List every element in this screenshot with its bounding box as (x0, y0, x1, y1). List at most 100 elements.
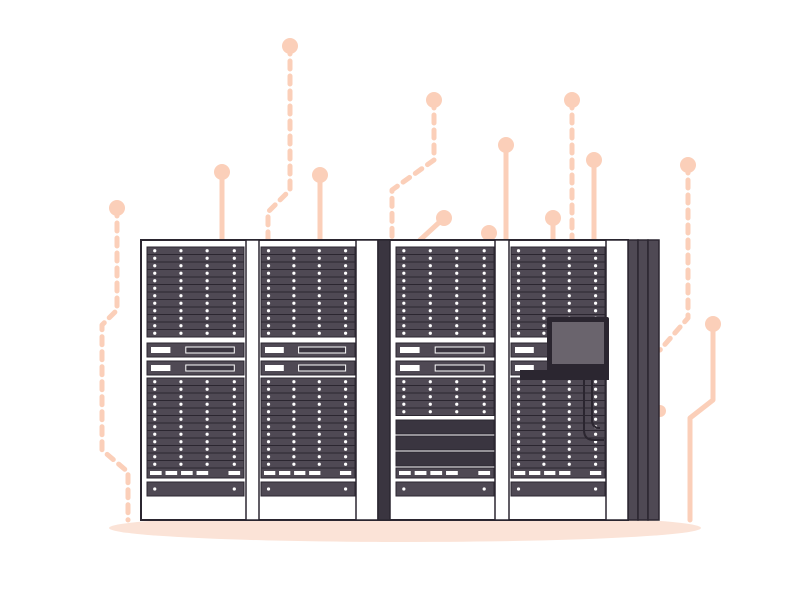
unit-led (317, 316, 321, 320)
unit-led (482, 256, 486, 260)
server-unit (510, 269, 606, 278)
patch-port (559, 471, 571, 475)
unit-led (317, 380, 321, 384)
unit-led (292, 402, 296, 406)
unit-led (402, 402, 406, 406)
unit-led (567, 249, 571, 253)
unit-led (292, 271, 296, 275)
unit-led (516, 462, 521, 466)
unit-led (542, 324, 546, 328)
circuit-node-icon (705, 316, 721, 332)
unit-led (516, 487, 521, 491)
unit-led (344, 462, 348, 466)
unit-led (542, 264, 546, 268)
server-unit (510, 460, 606, 469)
unit-led (292, 331, 296, 335)
unit-led (266, 455, 271, 459)
unit-led (567, 309, 571, 313)
server-unit (146, 314, 245, 323)
server-unit (395, 269, 495, 278)
server-unit (146, 400, 245, 409)
unit-led (232, 387, 236, 391)
unit-led (179, 279, 183, 283)
server-unit (260, 407, 356, 416)
unit-led (455, 256, 459, 260)
server-unit (395, 284, 495, 293)
server-unit (510, 276, 606, 285)
unit-led (542, 294, 546, 298)
unit-led (594, 410, 598, 414)
unit-led (179, 425, 183, 429)
unit-led (179, 249, 183, 253)
server-unit (260, 437, 356, 446)
unit-led (266, 410, 271, 414)
unit-led (344, 432, 348, 436)
server-unit (510, 254, 606, 263)
unit-led (205, 279, 209, 283)
unit-led (317, 395, 321, 399)
unit-led (292, 316, 296, 320)
unit-led (179, 294, 183, 298)
unit-led (402, 487, 406, 491)
circuit-lines (99, 38, 721, 523)
rack-4 (510, 246, 606, 497)
unit-led (153, 271, 157, 275)
server-unit (260, 422, 356, 431)
server-racks (140, 239, 660, 521)
unit-led (232, 417, 236, 421)
server-unit (395, 377, 495, 386)
unit-led (516, 395, 521, 399)
unit-led (205, 410, 209, 414)
unit-led (455, 301, 459, 305)
server-unit (510, 246, 606, 255)
unit-led (482, 487, 486, 491)
unit-led (455, 286, 459, 290)
patch-port (181, 471, 193, 475)
rack-spacer (377, 239, 391, 521)
unit-led (153, 331, 157, 335)
unit-led (482, 331, 486, 335)
server-unit (510, 400, 606, 409)
unit-led (232, 380, 236, 384)
server-unit (395, 246, 495, 255)
unit-led (205, 395, 209, 399)
unit-led (266, 324, 271, 328)
unit-led (402, 249, 406, 253)
unit-led (542, 249, 546, 253)
server-unit (146, 445, 245, 454)
unit-led (317, 440, 321, 444)
unit-led (516, 286, 521, 290)
circuit-line-1 (265, 43, 293, 243)
drive-slot (298, 364, 347, 372)
unit-led (266, 395, 271, 399)
unit-led (344, 286, 348, 290)
unit-led (317, 402, 321, 406)
unit-led (542, 380, 546, 384)
server-unit (395, 291, 495, 300)
unit-led (266, 271, 271, 275)
unit-led (232, 440, 236, 444)
unit-led (567, 256, 571, 260)
unit-led (205, 462, 209, 466)
unit-led (594, 264, 598, 268)
unit-led (266, 331, 271, 335)
drive-slot (434, 346, 485, 354)
unit-led (428, 264, 432, 268)
unit-led (567, 301, 571, 305)
unit-led (542, 387, 546, 391)
unit-led (292, 286, 296, 290)
unit-led (516, 447, 521, 451)
unit-led (542, 410, 546, 414)
unit-led (205, 264, 209, 268)
unit-led (344, 279, 348, 283)
unit-led (567, 432, 571, 436)
server-unit (395, 299, 495, 308)
server-unit (510, 422, 606, 431)
unit-led (482, 402, 486, 406)
unit-led (402, 410, 406, 414)
unit-led (292, 455, 296, 459)
unit-led (344, 271, 348, 275)
server-unit (146, 392, 245, 401)
unit-led (205, 286, 209, 290)
monitor-icon (520, 317, 609, 441)
